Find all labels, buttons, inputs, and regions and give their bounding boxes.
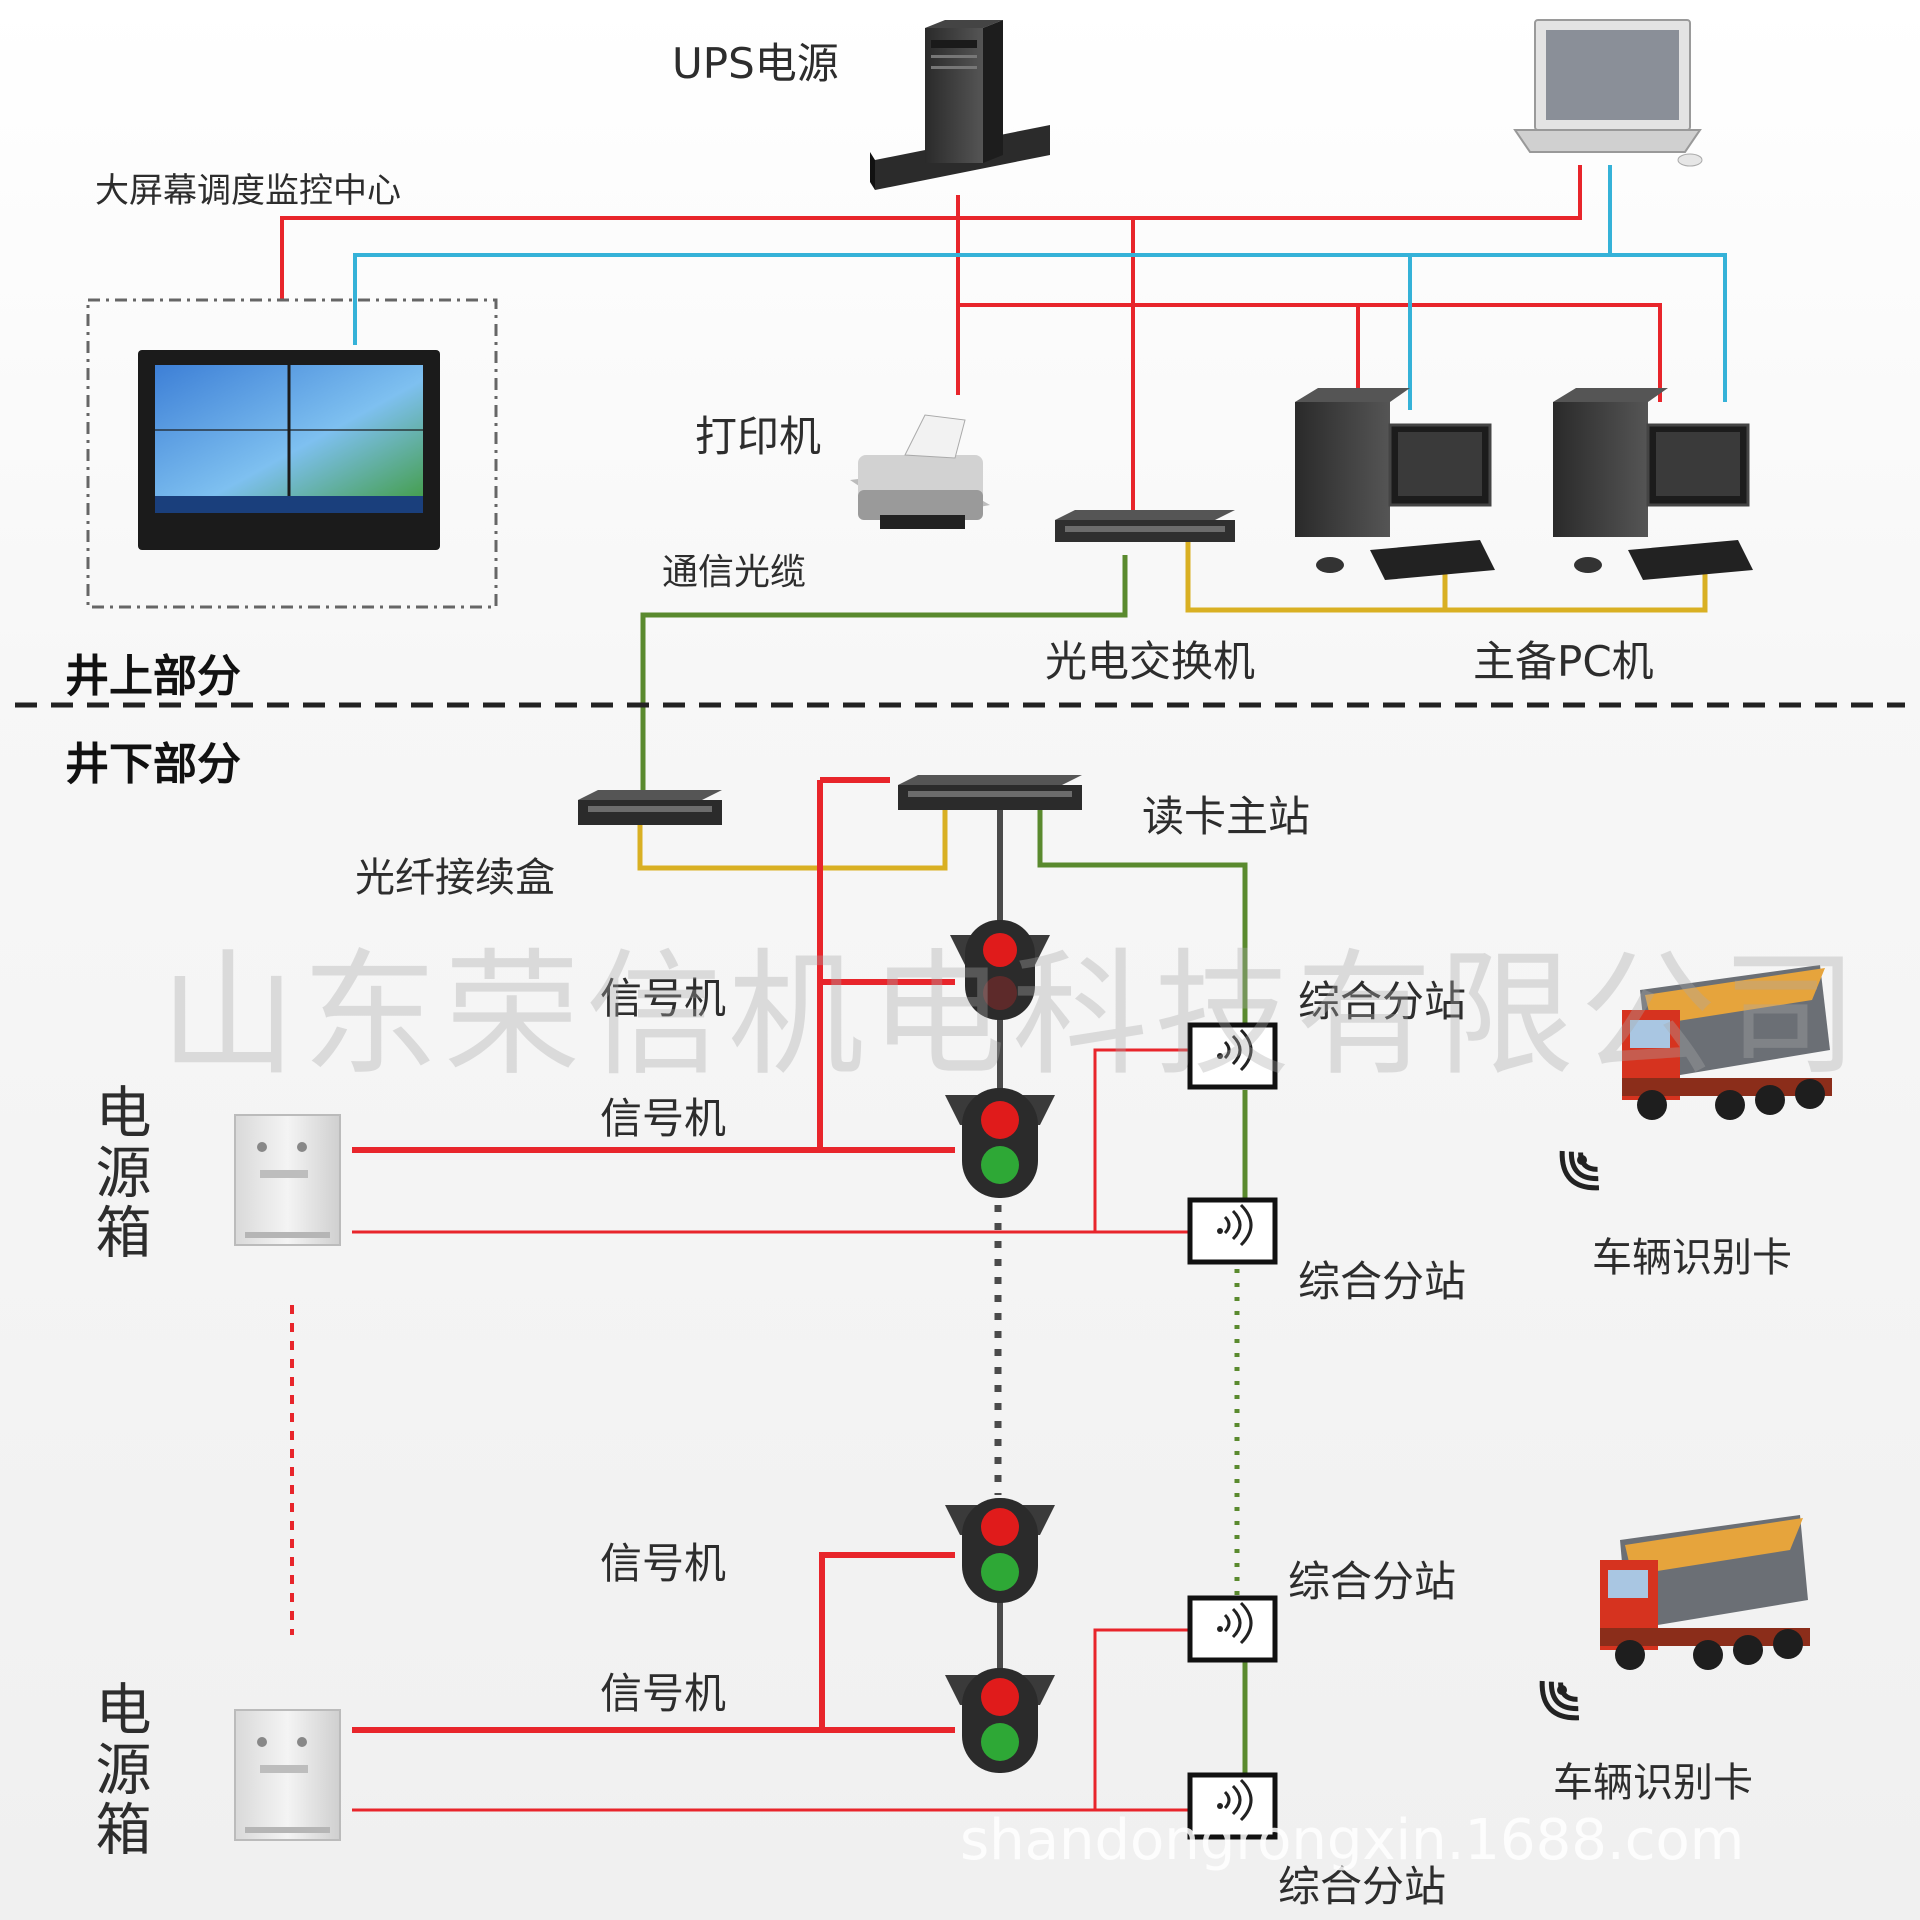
truck-2-icon xyxy=(1600,1515,1810,1670)
switch-icon xyxy=(1055,510,1235,542)
power-lines-top xyxy=(280,165,1662,520)
substation-2-icon xyxy=(1187,1197,1278,1265)
wires xyxy=(280,165,1727,1812)
fiber-splice-box-icon xyxy=(578,790,722,825)
printer-icon xyxy=(850,414,990,529)
power-box-2-icon xyxy=(234,1709,341,1841)
substation-label-4: 综合分站 xyxy=(1278,1862,1447,1911)
signal-light-3-icon xyxy=(945,1498,1055,1603)
substation-label-3: 综合分站 xyxy=(1288,1557,1457,1606)
big-screen-label: 大屏幕调度监控中心 xyxy=(95,171,401,211)
substation-4-icon xyxy=(1187,1772,1278,1840)
ups-label: UPS电源 xyxy=(672,39,839,88)
pc-backup-icon xyxy=(1553,388,1753,580)
reader-station-label: 读卡主站 xyxy=(1142,792,1311,841)
signal-label-1: 信号机 xyxy=(600,974,727,1023)
laptop-icon xyxy=(1513,19,1703,167)
substation-label-2: 综合分站 xyxy=(1298,1257,1467,1306)
site-watermark: shandongrongxin.1688.com xyxy=(960,1808,1745,1873)
signal-light-2-icon xyxy=(945,1088,1055,1198)
power-box-label-2: 电源箱 xyxy=(86,1680,151,1860)
fiber-lines xyxy=(640,555,1248,1775)
signal-light-1-icon xyxy=(950,920,1050,1020)
printer-label: 打印机 xyxy=(695,412,822,461)
main-pc-label: 主备PC机 xyxy=(1473,637,1654,686)
vehicle-card-2-icon xyxy=(1539,1680,1580,1721)
pc-main-icon xyxy=(1295,388,1495,580)
power-lines-thin xyxy=(352,1048,1190,1812)
power-box-label-1: 电源箱 xyxy=(86,1083,151,1263)
ups-icon xyxy=(870,20,1050,190)
company-watermark: 山东荣信机电科技有限公司 xyxy=(160,937,1864,1095)
section-below-label: 井下部分 xyxy=(65,739,241,790)
vehicle-card-label-1: 车辆识别卡 xyxy=(1592,1235,1792,1281)
signal-label-4: 信号机 xyxy=(600,1669,727,1718)
section-above-label: 井上部分 xyxy=(65,651,241,702)
substation-1-icon xyxy=(1187,1022,1278,1090)
fiber-box-label: 光纤接续盒 xyxy=(355,855,555,901)
vehicle-card-1-icon xyxy=(1559,1150,1600,1191)
substation-3-icon xyxy=(1187,1595,1278,1663)
signal-light-4-icon xyxy=(945,1668,1055,1773)
reader-station-icon xyxy=(898,775,1082,810)
power-lines-bottom xyxy=(352,777,955,1733)
big-screen-frame xyxy=(86,298,498,609)
signal-label-3: 信号机 xyxy=(600,1539,727,1588)
truck-1-icon xyxy=(1622,965,1832,1120)
substation-label-1: 综合分站 xyxy=(1298,977,1467,1026)
big-screen-monitor-icon xyxy=(138,350,440,550)
signal-label-2: 信号机 xyxy=(600,1094,727,1143)
vehicle-card-label-2: 车辆识别卡 xyxy=(1553,1760,1753,1806)
power-box-1-icon xyxy=(234,1114,341,1246)
data-lines-top xyxy=(353,165,1727,410)
optical-cable-label: 通信光缆 xyxy=(662,552,807,593)
switch-label: 光电交换机 xyxy=(1045,637,1256,686)
